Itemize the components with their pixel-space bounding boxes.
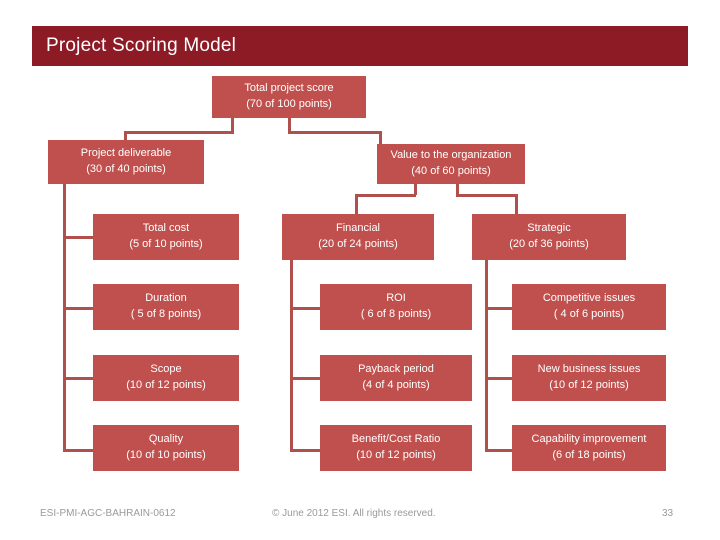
node-label: New business issues <box>537 363 641 376</box>
node-score: ( 4 of 6 points) <box>553 308 625 320</box>
connector-branch1-spine <box>63 184 66 452</box>
node-score: (10 of 12 points) <box>549 379 629 391</box>
footer-page-number: 33 <box>662 508 674 519</box>
node-label: ROI <box>386 292 406 305</box>
node-score: ( 6 of 8 points) <box>360 308 432 320</box>
node-score: (10 of 10 points) <box>126 449 206 461</box>
node-score: (70 of 100 points) <box>246 98 332 110</box>
node-label: Strategic <box>527 222 571 235</box>
node-project-deliverable[interactable]: Project deliverable (30 of 40 points) <box>48 140 204 184</box>
node-total-cost[interactable]: Total cost (5 of 10 points) <box>93 214 239 260</box>
connector-branch1-stub-2 <box>63 307 93 310</box>
node-score: (10 of 12 points) <box>126 379 206 391</box>
node-benefit-cost-ratio[interactable]: Benefit/Cost Ratio (10 of 12 points) <box>320 425 472 471</box>
node-label: Financial <box>335 222 381 235</box>
title-bar: Project Scoring Model <box>32 26 688 66</box>
connector-root-to-branch2-horizontal <box>288 131 382 134</box>
node-label: Scope <box>150 363 182 376</box>
node-score: (6 of 18 points) <box>552 449 626 461</box>
connector-branch1-stub-1 <box>63 236 93 239</box>
node-value-to-the-organization[interactable]: Value to the organization (40 of 60 poin… <box>377 144 525 184</box>
connector-branch2-to-financial-vertical <box>355 194 358 214</box>
connector-root-stem-right <box>288 118 291 132</box>
node-financial[interactable]: Financial (20 of 24 points) <box>282 214 434 260</box>
connector-branch2-to-financial-horizontal <box>355 194 416 197</box>
node-score: (5 of 10 points) <box>129 238 203 250</box>
connector-branch2-to-strategic-vertical <box>515 194 518 214</box>
node-roi[interactable]: ROI ( 6 of 8 points) <box>320 284 472 330</box>
node-score: (10 of 12 points) <box>356 449 436 461</box>
connector-root-to-branch2-vertical <box>379 131 382 145</box>
node-label: Quality <box>148 433 184 446</box>
node-duration[interactable]: Duration ( 5 of 8 points) <box>93 284 239 330</box>
node-score: (20 of 24 points) <box>318 238 398 250</box>
node-score: ( 5 of 8 points) <box>130 308 202 320</box>
node-strategic[interactable]: Strategic (20 of 36 points) <box>472 214 626 260</box>
node-competitive-issues[interactable]: Competitive issues ( 4 of 6 points) <box>512 284 666 330</box>
footer-copyright: © June 2012 ESI. All rights reserved. <box>272 508 436 519</box>
node-capability-improvement[interactable]: Capability improvement (6 of 18 points) <box>512 425 666 471</box>
node-label: Duration <box>145 292 187 305</box>
connector-branch1-stub-4 <box>63 449 93 452</box>
connector-financial-stub-1 <box>290 307 320 310</box>
connector-financial-spine <box>290 260 293 452</box>
node-label: Competitive issues <box>542 292 636 305</box>
connector-financial-stub-2 <box>290 377 320 380</box>
connector-financial-stub-3 <box>290 449 320 452</box>
footer-document-code: ESI-PMI-AGC-BAHRAIN-0612 <box>40 508 176 519</box>
connector-strategic-spine <box>485 260 488 452</box>
connector-branch2-to-strategic-horizontal <box>456 194 518 197</box>
node-score: (40 of 60 points) <box>411 165 491 177</box>
connector-branch1-stub-3 <box>63 377 93 380</box>
node-label: Value to the organization <box>390 149 512 162</box>
node-total-project-score[interactable]: Total project score (70 of 100 points) <box>212 76 366 118</box>
node-label: Benefit/Cost Ratio <box>351 433 441 446</box>
connector-root-to-branch1-horizontal <box>124 131 234 134</box>
node-score: (20 of 36 points) <box>509 238 589 250</box>
node-label: Project deliverable <box>80 147 172 160</box>
node-payback-period[interactable]: Payback period (4 of 4 points) <box>320 355 472 401</box>
connector-strategic-stub-1 <box>485 307 512 310</box>
node-scope[interactable]: Scope (10 of 12 points) <box>93 355 239 401</box>
connector-strategic-stub-2 <box>485 377 512 380</box>
node-score: (4 of 4 points) <box>362 379 430 391</box>
connector-root-stem-left <box>231 118 234 132</box>
node-label: Total project score <box>244 82 334 95</box>
node-quality[interactable]: Quality (10 of 10 points) <box>93 425 239 471</box>
connector-branch2-stem-right <box>456 184 459 195</box>
node-label: Total cost <box>142 222 190 235</box>
connector-root-to-branch1-vertical <box>124 131 127 143</box>
node-label: Payback period <box>358 363 434 376</box>
node-score: (30 of 40 points) <box>86 163 166 175</box>
page-title: Project Scoring Model <box>46 35 237 56</box>
connector-strategic-stub-3 <box>485 449 512 452</box>
node-label: Capability improvement <box>531 433 647 446</box>
node-new-business-issues[interactable]: New business issues (10 of 12 points) <box>512 355 666 401</box>
connector-branch2-stem-left <box>414 184 417 195</box>
